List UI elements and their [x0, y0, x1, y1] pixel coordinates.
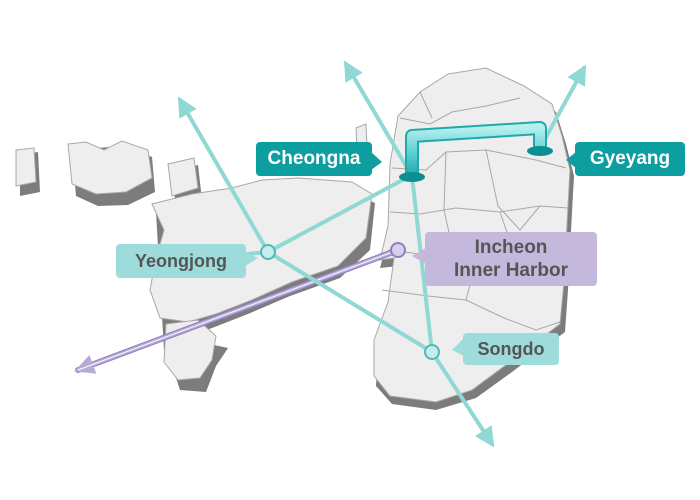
elevated-track: [399, 121, 553, 182]
label-songdo: Songdo: [463, 333, 559, 365]
label-pointers: [245, 152, 576, 356]
cheongna-platform: [399, 172, 425, 182]
label-incheon-inner-harbor: Incheon Inner Harbor: [425, 232, 597, 286]
label-incheon-line2: Inner Harbor: [453, 260, 569, 281]
station-markers: [260, 242, 440, 360]
route-cheongna-songdo: [410, 174, 434, 354]
route-cheongna-north: [343, 60, 414, 178]
inner-harbor-line: [74, 247, 401, 374]
label-cheongna: Cheongna: [256, 142, 372, 176]
inner-harbor-station-marker: [390, 242, 406, 258]
route-gyeyang-northeast: [538, 64, 586, 150]
label-incheon-line1: Incheon: [474, 237, 548, 258]
route-yeongjong-northwest: [177, 96, 270, 254]
label-yeongjong: Yeongjong: [116, 244, 246, 278]
songdo-station-marker: [424, 344, 440, 360]
gyeyang-platform: [527, 146, 553, 156]
label-gyeyang: Gyeyang: [575, 142, 685, 176]
yeongjong-station-marker: [260, 244, 276, 260]
route-yeongjong-songdo: [266, 250, 434, 354]
route-yeongjong-cheongna: [266, 174, 412, 254]
route-songdo-southeast: [430, 350, 495, 448]
